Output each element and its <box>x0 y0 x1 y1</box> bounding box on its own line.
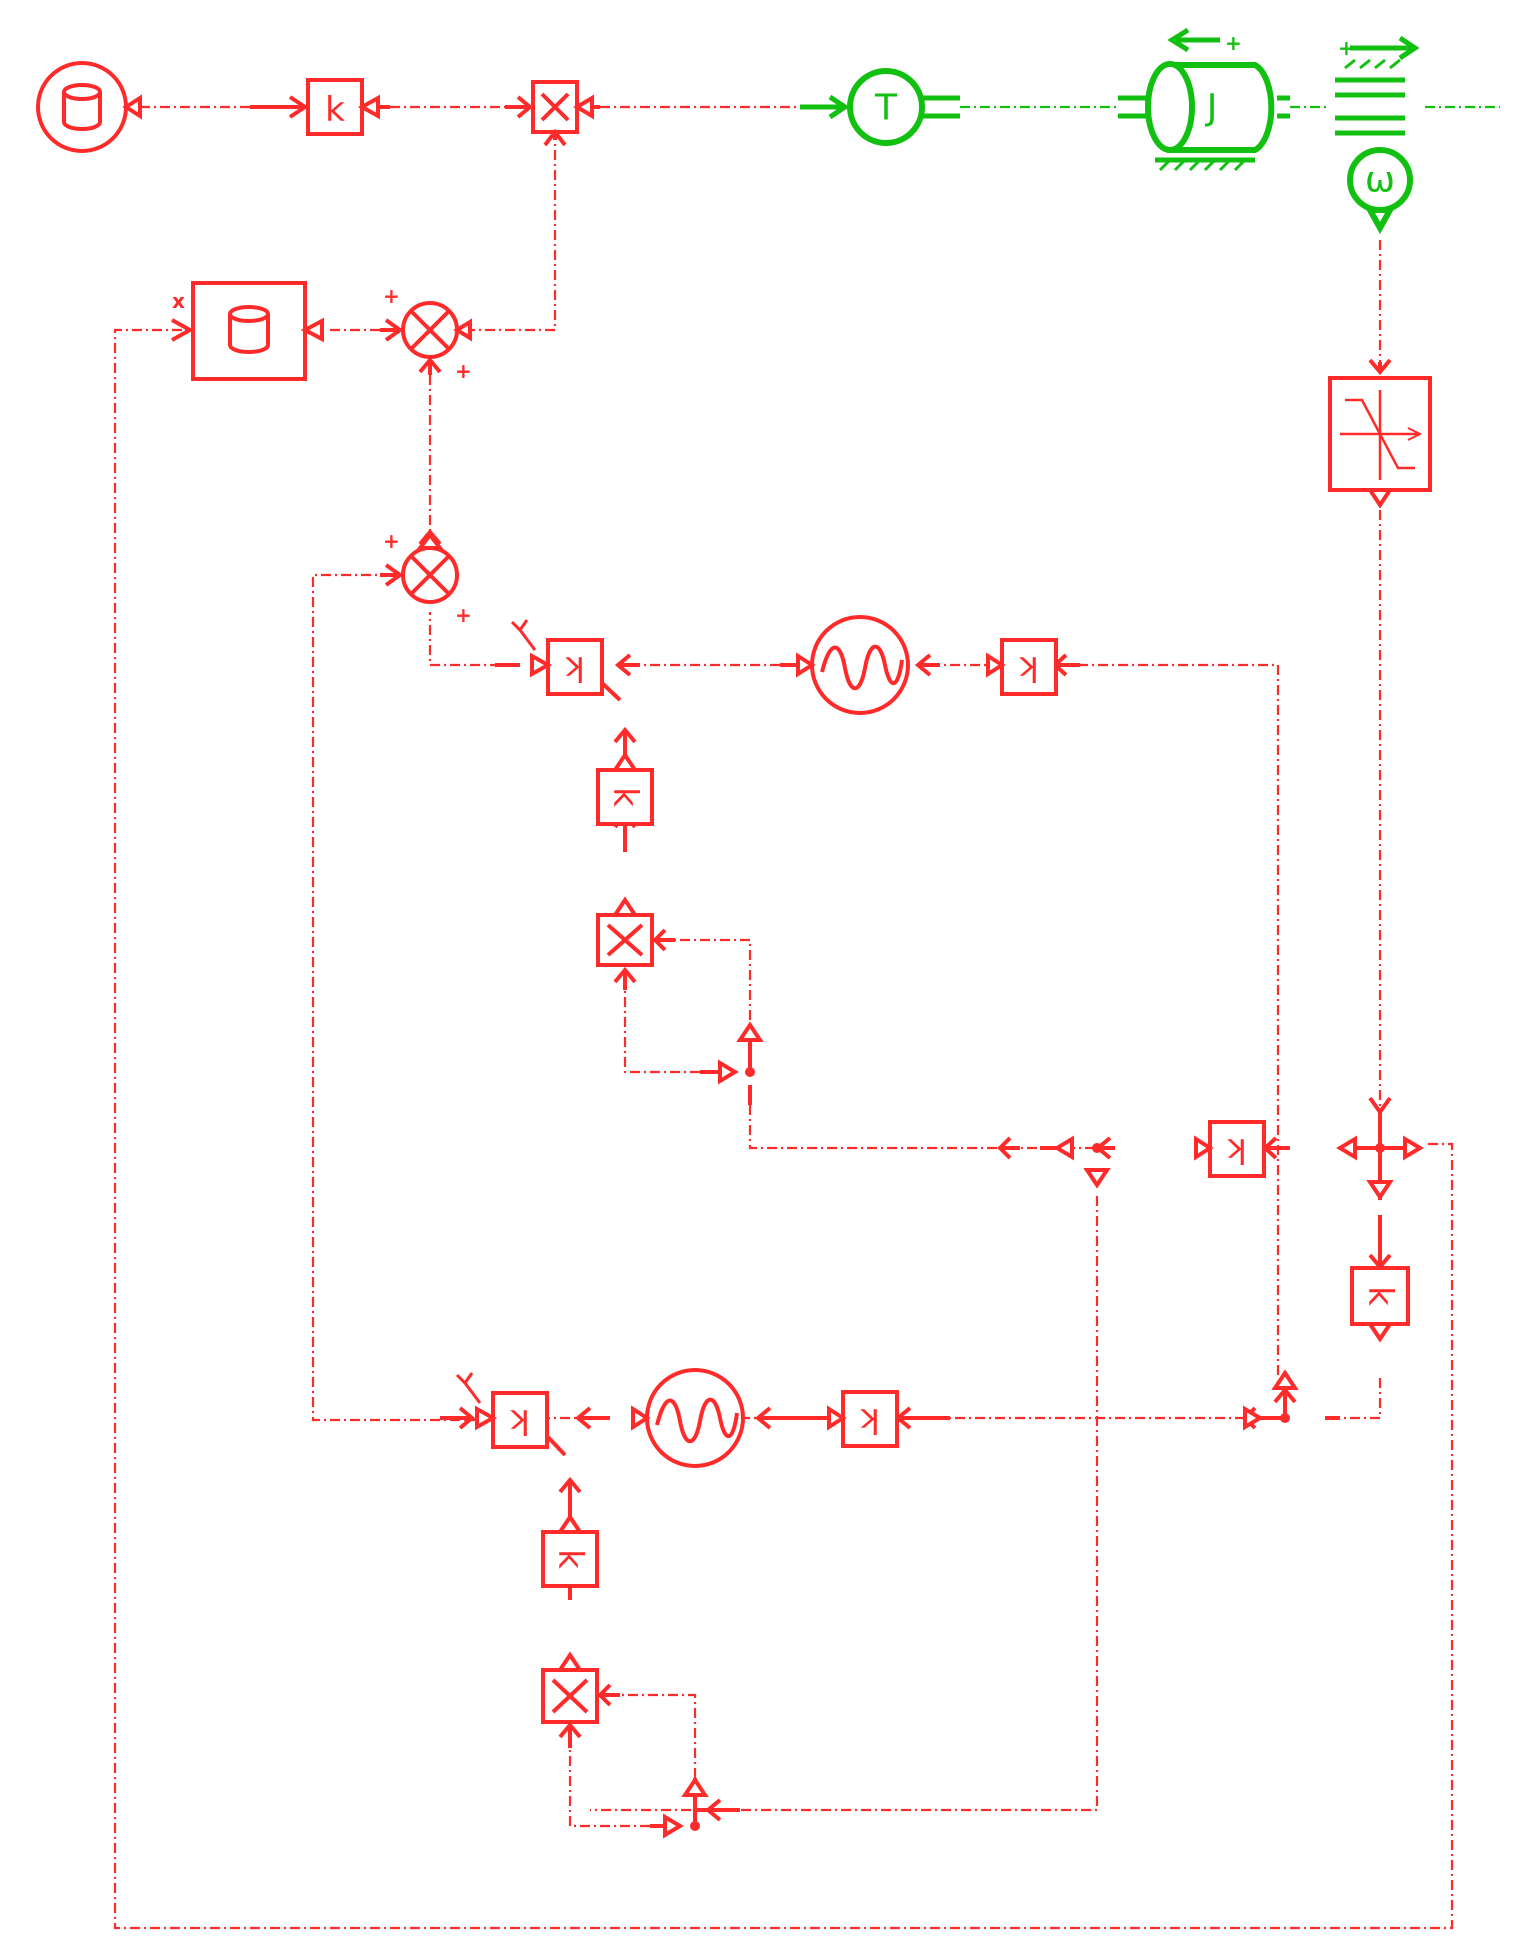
x-input-block[interactable]: x <box>172 281 324 381</box>
wire-mult2-feedback <box>655 938 752 1040</box>
branch-right <box>1336 1135 1424 1201</box>
junction-bottom <box>663 1776 709 1839</box>
gain-block-5[interactable]: k <box>1350 1266 1410 1343</box>
variable-gain-1[interactable]: k <box>510 619 622 702</box>
source-block[interactable] <box>36 61 142 153</box>
gain2-label: k <box>860 1400 880 1440</box>
sensor-plus: + <box>1338 36 1355 60</box>
x-input-label: x <box>172 289 185 313</box>
gain-block-6[interactable]: k <box>541 1513 599 1588</box>
multiplier-block-2[interactable] <box>596 896 654 967</box>
inertia-direction-arrow <box>1167 27 1220 53</box>
multiplier-icon <box>540 92 570 122</box>
wave-generator-1[interactable] <box>796 615 910 715</box>
saturation-block[interactable] <box>1328 376 1432 509</box>
gain-block-2[interactable]: k <box>827 1390 899 1448</box>
velocity-sensor[interactable]: + ω <box>1335 35 1420 235</box>
omega-label: ω <box>1365 160 1395 201</box>
wire-mult3-left <box>568 1748 650 1828</box>
sensor-direction-arrow <box>1350 35 1420 61</box>
vg2-label: k <box>510 1401 530 1441</box>
multiplier-block-3[interactable] <box>541 1651 599 1724</box>
signal-wires <box>113 105 1454 1930</box>
junction-bottom-right <box>1243 1369 1299 1431</box>
summer-2[interactable]: + + <box>383 529 472 627</box>
summer-icon <box>409 554 451 596</box>
wire-outer-feedback <box>113 328 1454 1930</box>
gain3-label: k <box>605 787 645 807</box>
inertia-plus: + <box>1225 31 1242 55</box>
summer-icon <box>409 309 451 351</box>
variable-gain-2[interactable]: k <box>455 1372 567 1457</box>
wire-vg1-to-sum2 <box>428 612 520 667</box>
variable-gain-icon <box>510 619 537 651</box>
gain-block-3[interactable]: k <box>596 751 654 826</box>
wave-generator-2[interactable] <box>631 1368 745 1468</box>
variable-gain-icon <box>455 1372 482 1404</box>
wire-mult2-left <box>623 990 700 1074</box>
summer2-plus-b: + <box>455 603 472 627</box>
wire-mult3-feedback <box>600 1693 697 1778</box>
wire-branchA-to-top <box>748 1085 1057 1150</box>
wire-left-feedback <box>311 573 520 1422</box>
junction-mid <box>718 1021 764 1085</box>
saturation-icon <box>1340 390 1423 480</box>
solid-connectors <box>171 95 1420 1828</box>
vg1-label: k <box>565 648 585 688</box>
cylinder-icon <box>228 305 270 354</box>
summer1-plus-a: + <box>383 284 400 308</box>
gain1-label: k <box>1019 648 1039 688</box>
inertia-label: J <box>1205 88 1218 129</box>
wave-generator-icon <box>820 644 904 691</box>
inertia-block[interactable]: + J <box>1118 27 1290 172</box>
multiplier-block-top[interactable] <box>531 80 594 147</box>
gain4-label: k <box>1227 1130 1247 1170</box>
gain6-label: k <box>550 1549 590 1569</box>
multiplier-icon <box>606 923 644 957</box>
wire-sum1-to-mult <box>465 140 557 332</box>
torque-source[interactable]: T <box>800 68 960 146</box>
summer-1[interactable]: + + <box>383 284 472 383</box>
source-cylinder-icon <box>62 83 102 131</box>
gain-block-1[interactable]: k <box>986 638 1058 696</box>
gain-label: k <box>325 90 345 130</box>
wave-generator-icon <box>655 1397 739 1443</box>
gain5-label: k <box>1360 1286 1400 1306</box>
wire-branchA-down <box>590 1196 1099 1812</box>
multiplier-icon <box>551 1678 589 1714</box>
summer2-plus-a: + <box>383 529 400 553</box>
wire-right-to-gain1 <box>1080 663 1280 1375</box>
gain-block-4[interactable]: k <box>1194 1120 1266 1178</box>
summer1-plus-b: + <box>455 359 472 383</box>
gain-block-top[interactable]: k <box>306 78 380 136</box>
wire-branch-down-gain <box>1340 1378 1382 1420</box>
branch-left <box>1053 1135 1111 1189</box>
torque-label: T <box>874 88 898 129</box>
